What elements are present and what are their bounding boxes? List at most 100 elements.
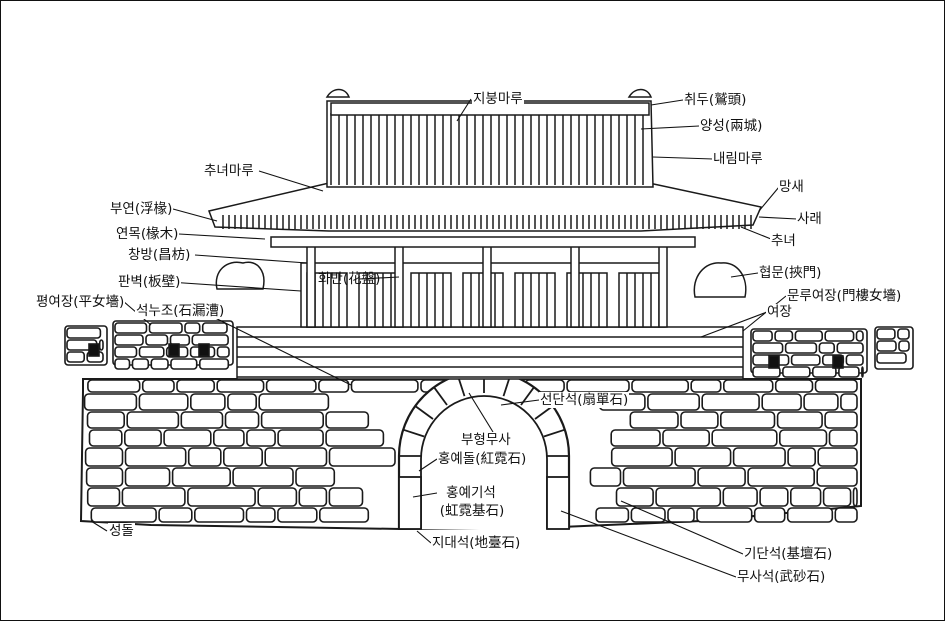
wall-stone	[176, 379, 216, 393]
wall-stone	[194, 507, 245, 523]
voussoir-joint	[402, 428, 425, 438]
wall-stone	[171, 467, 232, 487]
label-hwaban: 화반(花盤)	[318, 271, 381, 287]
leader-line	[758, 216, 798, 220]
wall-stone	[787, 447, 816, 467]
wall-stone	[719, 411, 776, 429]
wall-stone	[595, 507, 630, 523]
parapet-stone	[855, 330, 864, 342]
loophole	[168, 343, 180, 357]
wall-stone	[277, 507, 318, 523]
leader-line	[358, 276, 400, 280]
lower-roof	[207, 182, 763, 232]
loophole	[768, 355, 780, 369]
wall-stone	[647, 393, 701, 411]
wall-stone	[213, 429, 245, 447]
leader-line	[416, 530, 432, 544]
label-chunyeo-maru: 추녀마루	[203, 163, 255, 179]
parapet-stone	[845, 354, 864, 366]
parapet-stone	[131, 358, 150, 370]
wall-stone	[325, 429, 385, 447]
wall-stone	[776, 411, 823, 429]
wall-stone	[816, 467, 858, 487]
wall-stone	[141, 379, 175, 393]
wall-stone	[786, 507, 834, 523]
wall-stone	[803, 393, 839, 411]
wall-stone	[88, 429, 123, 447]
parapet-stone	[752, 342, 784, 354]
label-panbyeok: 판벽(板壁)	[117, 274, 182, 290]
label-hongye-giseok-1: 홍예기석	[437, 485, 505, 501]
wall-stone	[828, 429, 858, 447]
parapet-stone	[170, 358, 198, 370]
parapet-stone	[138, 346, 165, 358]
leader-line	[90, 520, 108, 532]
label-buyeon: 부연(浮椽)	[109, 201, 174, 217]
wall-stone	[121, 487, 186, 507]
parapet-stone	[169, 334, 191, 346]
chwidu-right	[627, 88, 653, 98]
leader-line	[168, 281, 302, 292]
wall-stone	[852, 487, 858, 507]
label-sarae: 사래	[796, 211, 823, 227]
leader-line	[620, 500, 744, 555]
wall-stone	[701, 393, 760, 411]
parapet-stone	[114, 322, 148, 334]
wall-stone	[257, 487, 298, 507]
leader-line	[650, 99, 684, 106]
wall-stone	[138, 393, 189, 411]
label-hongye-giseok-2: (虹霓基石)	[435, 503, 509, 519]
wall-stone	[822, 487, 852, 507]
wall-stone	[180, 411, 224, 429]
gate-pavilion	[207, 88, 763, 380]
leader-line	[468, 392, 494, 433]
pavilion-base-parapet	[236, 326, 744, 380]
wall-stone	[246, 429, 276, 447]
parapet-stone	[148, 322, 183, 334]
wall-stone	[124, 447, 187, 467]
label-naerim-maru: 내림마루	[712, 151, 764, 167]
parapet-stone	[150, 358, 169, 370]
wall-stone	[232, 467, 294, 487]
wall-stone	[264, 447, 328, 467]
label-yeonmok: 연목(椽木)	[115, 226, 180, 242]
wall-stone	[774, 379, 814, 393]
leader-line	[178, 233, 266, 240]
wall-stone	[86, 487, 121, 507]
panel-door	[618, 272, 660, 328]
label-yeojang: 여장	[766, 304, 793, 320]
wall-stone	[124, 467, 171, 487]
wall-stone	[298, 487, 328, 507]
parapet-stone	[824, 330, 855, 342]
wall-stone	[566, 379, 630, 393]
label-changbang: 창방(昌枋)	[127, 247, 192, 263]
parapet-stone	[774, 330, 794, 342]
wall-stone	[265, 379, 317, 393]
wall-stone	[747, 467, 815, 487]
parapet-stone	[861, 366, 864, 378]
parapet-stone	[876, 328, 896, 340]
parapet-stone	[145, 334, 169, 346]
voussoir-joint	[414, 405, 434, 420]
arch-jamb-left	[398, 476, 422, 530]
leader-line	[740, 226, 772, 240]
wall-stone	[187, 487, 256, 507]
arch-jamb-right	[546, 476, 570, 530]
wall-stone	[216, 379, 265, 393]
wall-stone	[680, 411, 719, 429]
pavilion-column	[482, 242, 492, 328]
wall-stone	[84, 447, 124, 467]
wall-stone	[86, 411, 126, 429]
wall-stone	[124, 429, 162, 447]
wall-stone	[753, 507, 786, 523]
panel-door	[410, 272, 452, 328]
wall-stone	[90, 507, 157, 523]
leader-line	[758, 186, 780, 212]
wall-stone	[277, 429, 324, 447]
wall-stone	[260, 411, 325, 429]
wall-stone	[589, 467, 622, 487]
wall-stone	[690, 379, 722, 393]
loophole	[88, 343, 100, 357]
parapet-stone	[114, 358, 131, 370]
leader-line	[258, 170, 324, 192]
